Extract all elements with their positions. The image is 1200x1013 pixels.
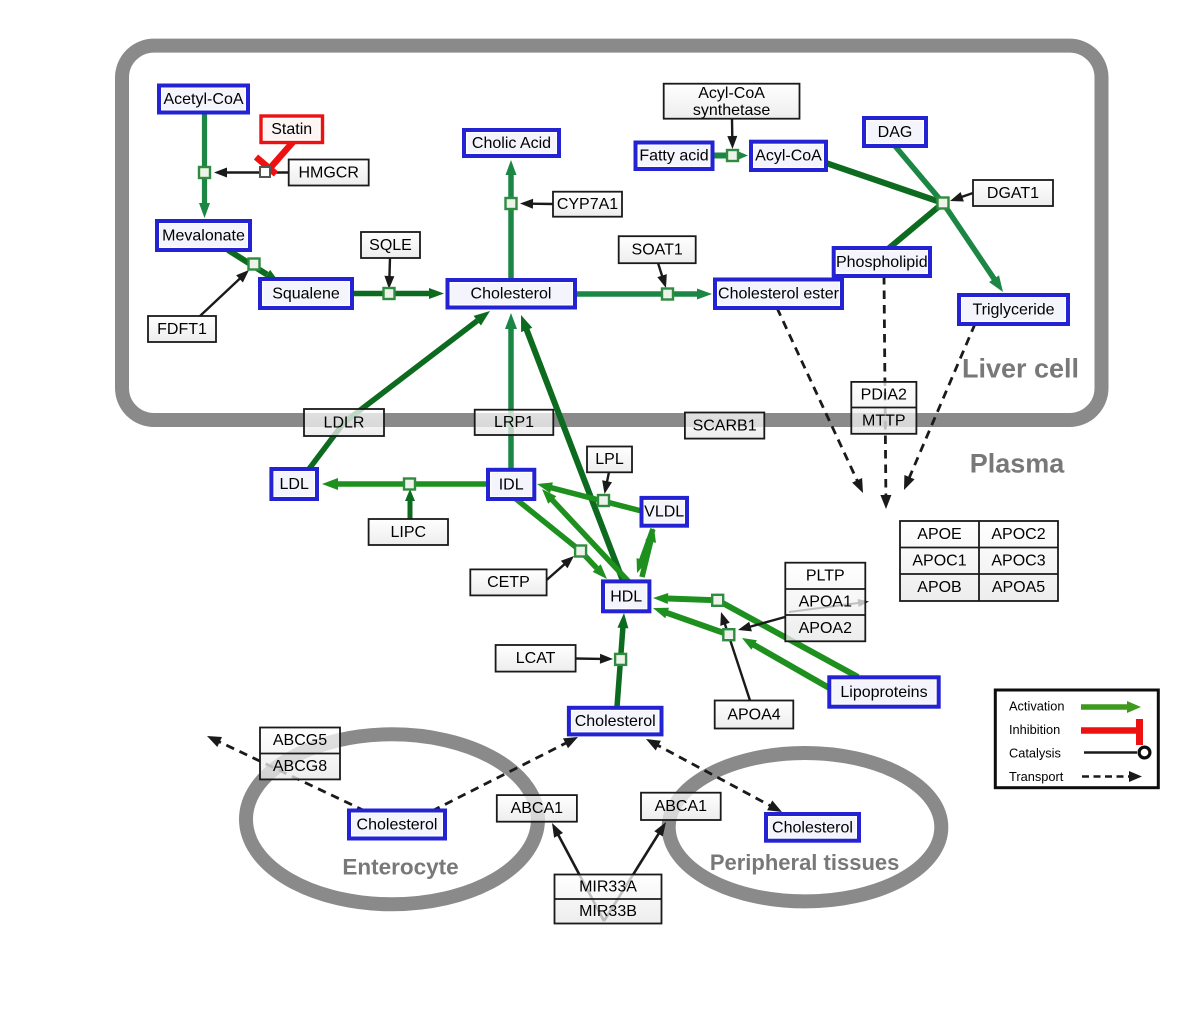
- svg-text:Activation: Activation: [1009, 699, 1064, 714]
- svg-text:SCARB1: SCARB1: [693, 417, 757, 434]
- svg-text:Statin: Statin: [271, 121, 312, 138]
- svg-text:Cholesterol: Cholesterol: [575, 713, 656, 730]
- svg-text:FDFT1: FDFT1: [157, 321, 207, 338]
- svg-text:Catalysis: Catalysis: [1009, 745, 1061, 760]
- svg-text:Inhibition: Inhibition: [1009, 722, 1060, 737]
- svg-text:MIR33B: MIR33B: [579, 903, 637, 920]
- svg-text:Lipoproteins: Lipoproteins: [840, 684, 927, 701]
- svg-text:Transport: Transport: [1009, 769, 1064, 784]
- svg-text:HMGCR: HMGCR: [298, 164, 358, 181]
- svg-text:ABCA1: ABCA1: [511, 800, 564, 817]
- svg-text:LRP1: LRP1: [494, 414, 534, 431]
- svg-text:DGAT1: DGAT1: [987, 185, 1039, 202]
- svg-text:Cholesterol: Cholesterol: [357, 817, 438, 834]
- svg-text:APOA2: APOA2: [799, 620, 852, 637]
- svg-text:APOA4: APOA4: [727, 706, 780, 723]
- svg-text:APOB: APOB: [917, 579, 961, 596]
- svg-text:Triglyceride: Triglyceride: [972, 302, 1054, 319]
- svg-text:Plasma: Plasma: [970, 449, 1066, 479]
- svg-text:Peripheral tissues: Peripheral tissues: [710, 850, 900, 875]
- svg-text:MIR33A: MIR33A: [579, 879, 637, 896]
- svg-text:LPL: LPL: [595, 451, 624, 468]
- svg-text:VLDL: VLDL: [644, 504, 684, 521]
- svg-text:SQLE: SQLE: [369, 237, 412, 254]
- svg-text:MTTP: MTTP: [862, 412, 906, 429]
- svg-text:PDIA2: PDIA2: [861, 387, 907, 404]
- svg-text:APOC3: APOC3: [991, 553, 1045, 570]
- svg-text:LDLR: LDLR: [324, 414, 365, 431]
- svg-text:Cholic Acid: Cholic Acid: [472, 135, 551, 152]
- svg-text:APOA1: APOA1: [799, 594, 852, 611]
- svg-text:Phospholipid: Phospholipid: [836, 254, 928, 271]
- svg-text:APOA5: APOA5: [992, 579, 1045, 596]
- svg-text:APOC1: APOC1: [912, 553, 966, 570]
- svg-text:Squalene: Squalene: [272, 286, 340, 303]
- svg-text:Fatty acid: Fatty acid: [639, 148, 708, 165]
- svg-text:HDL: HDL: [610, 588, 642, 605]
- svg-text:Liver cell: Liver cell: [962, 354, 1079, 384]
- svg-text:Mevalonate: Mevalonate: [162, 228, 245, 245]
- svg-text:LCAT: LCAT: [516, 650, 556, 667]
- svg-text:Acyl-CoA: Acyl-CoA: [755, 148, 822, 165]
- svg-text:Cholesterol ester: Cholesterol ester: [718, 286, 840, 303]
- svg-text:SOAT1: SOAT1: [632, 242, 683, 259]
- svg-text:LDL: LDL: [280, 476, 309, 493]
- svg-text:ABCG8: ABCG8: [273, 758, 327, 775]
- svg-text:synthetase: synthetase: [693, 102, 770, 119]
- svg-text:DAG: DAG: [878, 124, 913, 141]
- svg-text:CETP: CETP: [487, 574, 530, 591]
- svg-text:ABCG5: ABCG5: [273, 732, 327, 749]
- svg-text:APOC2: APOC2: [991, 526, 1045, 543]
- svg-text:Acetyl-CoA: Acetyl-CoA: [163, 91, 243, 108]
- svg-text:Cholesterol: Cholesterol: [471, 286, 552, 303]
- svg-text:CYP7A1: CYP7A1: [557, 196, 618, 213]
- svg-text:LIPC: LIPC: [391, 524, 427, 541]
- svg-text:Cholesterol: Cholesterol: [772, 819, 853, 836]
- svg-text:Enterocyte: Enterocyte: [342, 854, 458, 879]
- svg-text:IDL: IDL: [499, 476, 524, 493]
- svg-text:APOE: APOE: [917, 526, 961, 543]
- svg-text:ABCA1: ABCA1: [655, 798, 708, 815]
- svg-text:PLTP: PLTP: [806, 568, 845, 585]
- svg-text:Acyl-CoA: Acyl-CoA: [698, 85, 765, 102]
